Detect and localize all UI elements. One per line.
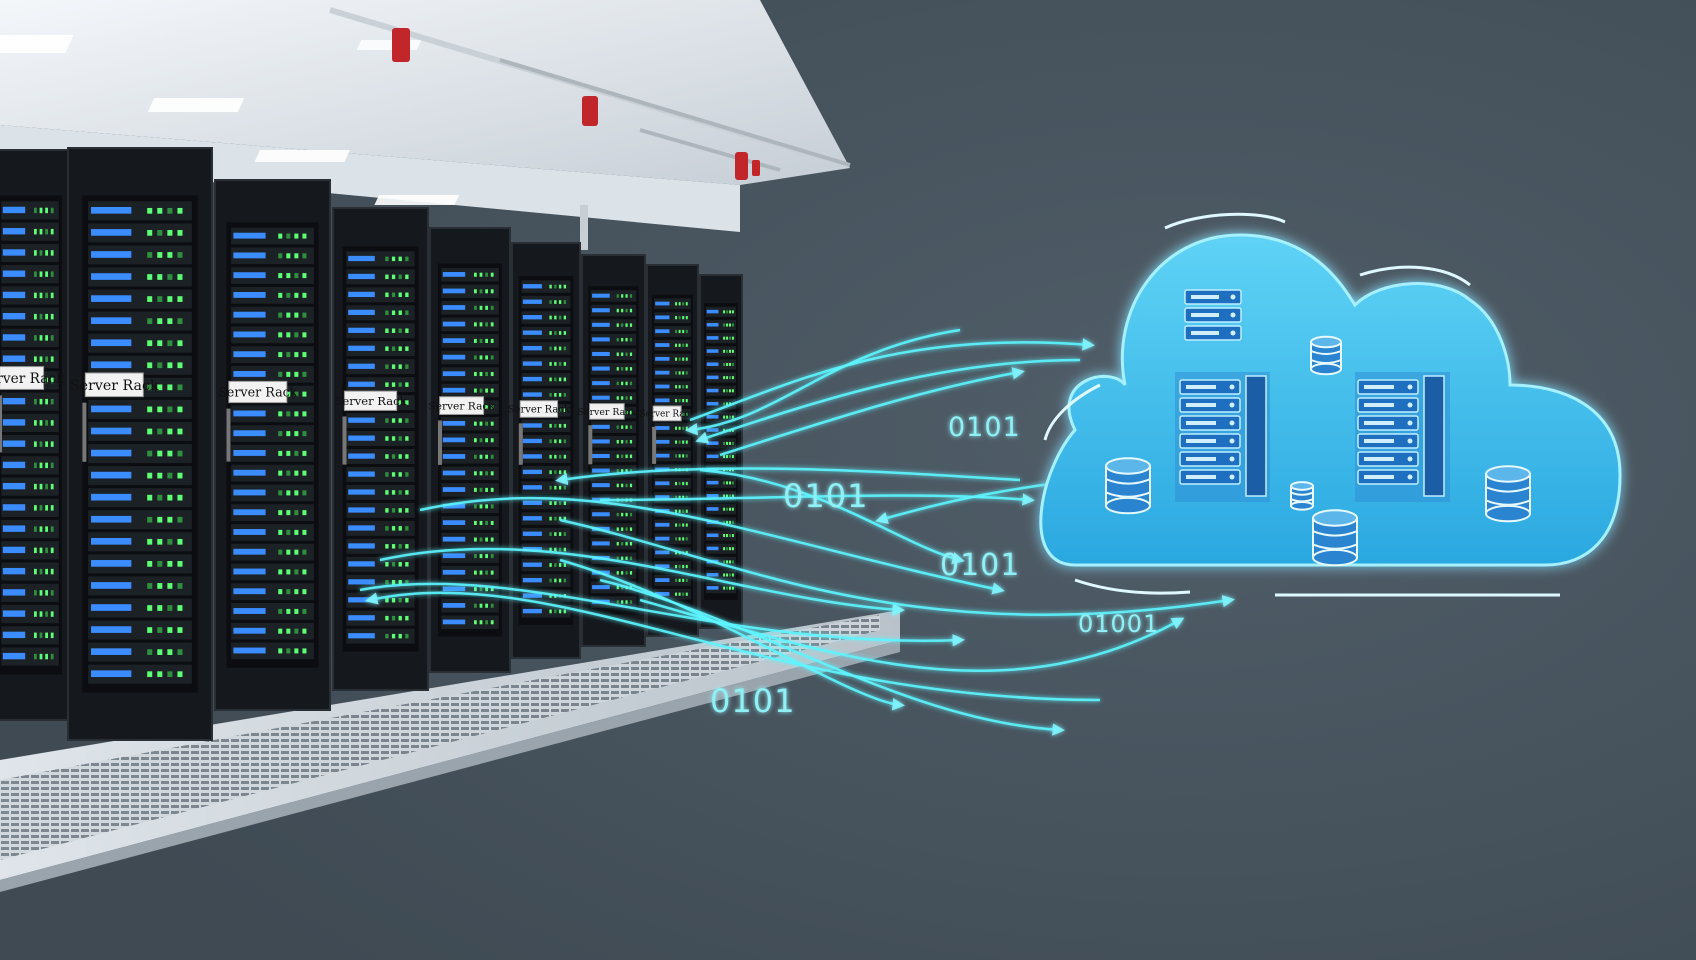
data-flow-line xyxy=(685,328,961,436)
server-rack-icon xyxy=(1179,379,1241,485)
ceiling xyxy=(0,0,851,250)
server-rack: Server Rack xyxy=(508,242,581,659)
data-flow-line xyxy=(559,558,905,711)
rack-label: Server Rack xyxy=(70,378,159,394)
rack-label: Server Rack xyxy=(578,407,637,418)
rack-label: Server Rack xyxy=(334,394,407,408)
sprinkler-icon xyxy=(392,28,760,180)
data-flow-line xyxy=(699,468,965,565)
data-flow-lines xyxy=(359,328,1235,736)
binary-label: 0101 xyxy=(948,412,1021,443)
binary-label: 01001 xyxy=(1078,610,1159,638)
binary-label: 0101 xyxy=(940,548,1020,583)
rack-label: Server Rack xyxy=(218,385,298,400)
data-flow-line xyxy=(365,591,1101,702)
server-rack xyxy=(699,274,743,629)
server-rack: Server Rack xyxy=(578,254,646,647)
rack-label: Server Rack xyxy=(508,405,571,416)
raised-floor xyxy=(0,610,900,892)
server-rack: Server Rack xyxy=(67,147,213,741)
database-icon xyxy=(1290,481,1314,511)
server-rack: Server Rack xyxy=(332,207,429,691)
rack-label: Server Rack xyxy=(639,410,695,420)
data-flow-line xyxy=(379,547,905,616)
binary-labels: 0101 0101 0101 01001 0101 xyxy=(710,412,1159,720)
data-flow-line xyxy=(689,338,1095,422)
server-rack: Server Rack xyxy=(0,149,71,721)
data-flow-line xyxy=(559,518,1235,616)
data-flow-line xyxy=(359,582,965,647)
data-flow-line xyxy=(599,578,1065,736)
data-flow-line xyxy=(639,598,1185,673)
rack-label: Server Rack xyxy=(428,400,495,413)
server-rack: Server Rack xyxy=(214,179,331,711)
data-flow-line xyxy=(695,358,1081,444)
data-flow-line xyxy=(555,467,1021,486)
cloud-contents xyxy=(1105,289,1531,567)
data-flow-line xyxy=(719,367,1025,457)
data-flow-line xyxy=(419,496,1005,595)
database-icon xyxy=(1312,509,1358,567)
rack-label: Server Rack xyxy=(0,371,65,387)
server-rack-icon xyxy=(1357,379,1419,485)
server-rack-icon xyxy=(1184,289,1242,341)
binary-label: 0101 xyxy=(783,477,868,515)
database-icon xyxy=(1310,335,1342,376)
server-rack: Server Rack xyxy=(639,264,699,637)
database-icon xyxy=(1105,457,1151,515)
database-icon xyxy=(1485,465,1531,523)
binary-label: 0101 xyxy=(710,682,795,720)
server-rack: Server Rack xyxy=(428,227,511,673)
